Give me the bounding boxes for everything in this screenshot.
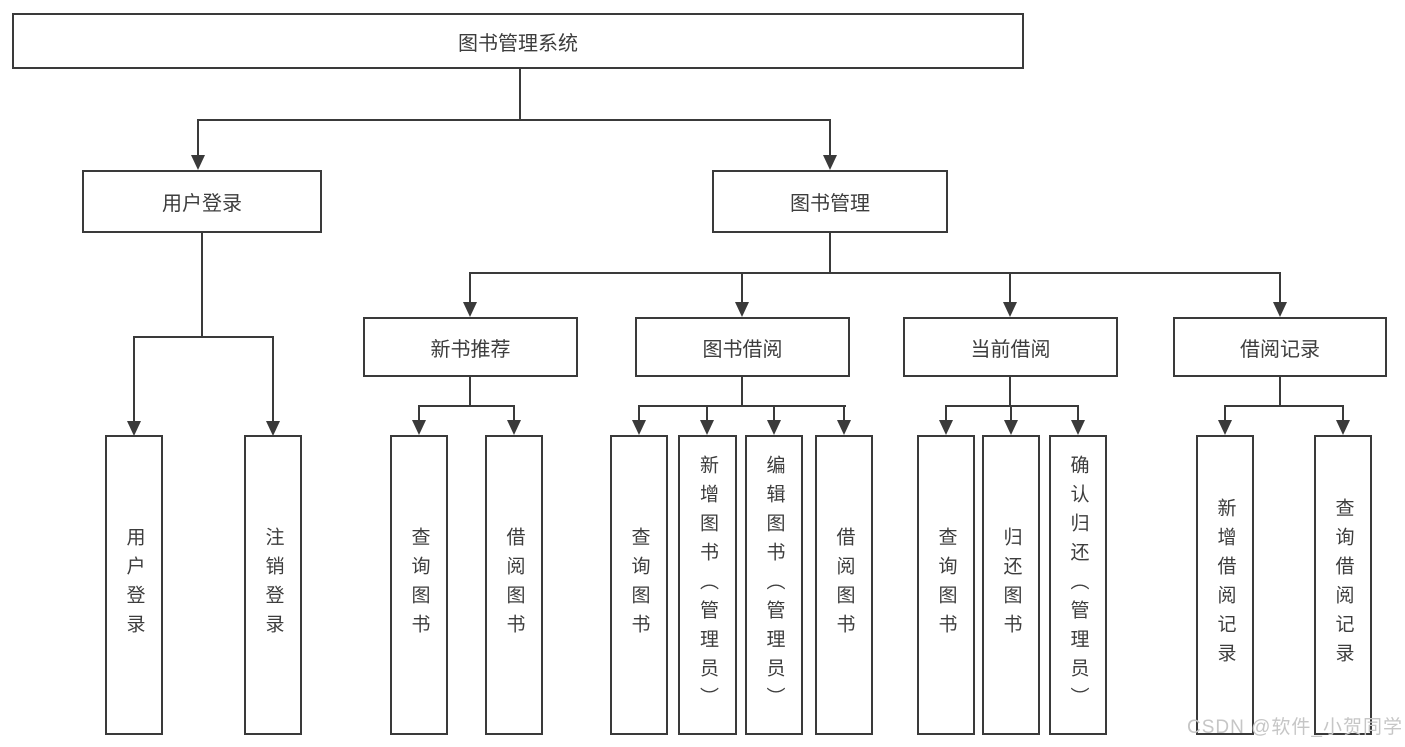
csdn-watermark: CSDN @软件_小贺同学 (1187, 717, 1403, 738)
arrow-to-user-login-icon (191, 120, 205, 170)
leaf-borrow-query-books: 查询图书 (610, 435, 668, 735)
leaf-borrow-edit-books-admin: 编辑图书（管理员） (745, 435, 803, 735)
leaf-recommend-borrow-books: 借阅图书 (485, 435, 543, 735)
group-current-borrow: 当前借阅 (903, 317, 1118, 377)
branch-user-login-label: 用户登录 (162, 193, 242, 215)
arrow-to-book-borrow-icon (735, 273, 749, 317)
branch-book-management: 图书管理 (712, 170, 948, 233)
arrow-borrow-leaf-3-icon (767, 406, 781, 435)
arrow-to-book-management-icon (823, 120, 837, 170)
root-node: 图书管理系统 (12, 13, 1024, 69)
arrow-to-new-book-recommend-icon (463, 273, 477, 317)
arrow-records-leaf-1-icon (1218, 406, 1232, 435)
connector-borrow-split (638, 405, 846, 407)
connector-records-stem (1279, 377, 1281, 407)
arrow-to-borrow-records-icon (1273, 273, 1287, 317)
connector-root-split (197, 119, 831, 121)
root-node-label: 图书管理系统 (458, 32, 578, 55)
connector-root-stem (519, 69, 521, 121)
arrow-current-leaf-3-icon (1071, 406, 1085, 435)
connector-current-stem (1009, 377, 1011, 407)
leaf-records-query-record: 查询借阅记录 (1314, 435, 1372, 735)
connector-borrow-stem (741, 377, 743, 407)
leaf-borrow-borrow-books: 借阅图书 (815, 435, 873, 735)
arrow-current-leaf-1-icon (939, 406, 953, 435)
arrow-borrow-leaf-4-icon (837, 406, 851, 435)
connector-recommend-stem (469, 377, 471, 407)
connector-book-management-stem (829, 233, 831, 274)
group-current-borrow-label: 当前借阅 (970, 338, 1051, 361)
connector-book-management-split (469, 272, 1281, 274)
arrow-recommend-leaf-2-icon (507, 406, 521, 435)
group-new-book-recommend: 新书推荐 (363, 317, 578, 377)
connector-current-split (945, 405, 1079, 407)
arrow-records-leaf-2-icon (1336, 406, 1350, 435)
connector-records-split (1224, 405, 1344, 407)
leaf-borrow-add-books-admin: 新增图书（管理员） (678, 435, 737, 735)
leaf-current-query-books: 查询图书 (917, 435, 975, 735)
group-borrow-records: 借阅记录 (1173, 317, 1387, 377)
leaf-logout: 注销登录 (244, 435, 302, 735)
group-book-borrow: 图书借阅 (635, 317, 850, 377)
group-book-borrow-label: 图书借阅 (702, 338, 783, 361)
arrow-to-leaf-logout-icon (266, 337, 280, 436)
leaf-records-add-record: 新增借阅记录 (1196, 435, 1254, 735)
branch-user-login: 用户登录 (82, 170, 322, 233)
connector-recommend-split (418, 405, 515, 407)
arrow-borrow-leaf-2-icon (700, 406, 714, 435)
arrow-borrow-leaf-1-icon (632, 406, 646, 435)
branch-book-management-label: 图书管理 (790, 193, 870, 215)
connector-user-login-stem (201, 233, 203, 338)
arrow-to-leaf-user-login-icon (127, 337, 141, 436)
leaf-recommend-query-books: 查询图书 (390, 435, 448, 735)
arrow-current-leaf-2-icon (1004, 406, 1018, 435)
arrow-recommend-leaf-1-icon (412, 406, 426, 435)
leaf-current-confirm-return-admin: 确认归还（管理员） (1049, 435, 1107, 735)
connector-user-login-split (133, 336, 274, 338)
group-borrow-records-label: 借阅记录 (1240, 338, 1320, 361)
arrow-to-current-borrow-icon (1003, 273, 1017, 317)
group-new-book-recommend-label: 新书推荐 (430, 338, 511, 361)
leaf-user-login: 用户登录 (105, 435, 163, 735)
leaf-current-return-books: 归还图书 (982, 435, 1040, 735)
